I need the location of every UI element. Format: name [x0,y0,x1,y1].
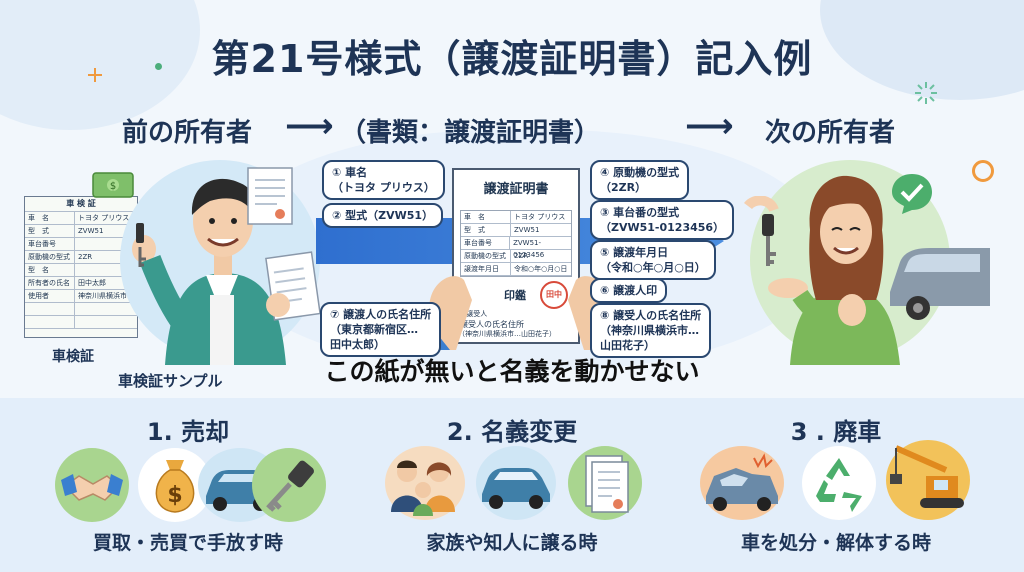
warning-message: この紙が無いと名義を動かせない [324,357,700,386]
cert-row-key: 譲渡年月日 [461,263,511,275]
callout-7-transferor: ⑦ 譲渡人の氏名住所（東京都新宿区…田中太郎） [320,302,442,357]
shaken-row-value [75,303,78,315]
decorative-ring [972,160,994,182]
section-title-sale: 1. 売却 [146,418,230,446]
shaken-sample-label: 車検証サンプル [118,372,223,390]
recycle-icon [802,446,876,520]
cert-row-value: トヨタ プリウス [514,213,566,221]
car-icon [890,248,990,320]
sparkle-icon [88,68,102,82]
shaken-row-value: ZVW51 [78,227,104,235]
shaken-row-value: 田中太郎 [78,279,106,287]
shaken-row-key: 車 名 [25,212,75,224]
section-caption-name-change: 家族や知人に譲る時 [426,532,598,554]
crane-icon [886,440,970,520]
cert-row: 車 名トヨタ プリウス [461,211,571,224]
shaken-row-key [25,303,75,315]
svg-text:$: $ [110,181,116,192]
shaken-row-key [25,316,75,328]
callout-6-transferor-seal: ⑥ 譲渡人印 [590,278,668,303]
shaken-label: 車検証 [52,349,94,365]
cert-row-value: ZVW51 [514,226,540,234]
section-title-scrap: 3 . 廃車 [790,418,882,446]
shaken-row-key: 使用者 [25,290,75,302]
handshake-icon [55,448,129,522]
money-bill-icon: $ [92,172,134,198]
previous-owner-label: 前の所有者 [122,118,253,148]
transferee-line2: （神奈川県横浜市…山田花子） [458,330,556,338]
shaken-row: 車台番号 [25,238,137,251]
seal-label: 印鑑 [504,289,526,302]
seal-stamp: 田中 [540,281,568,309]
key-icon [252,448,326,522]
shaken-row-key: 所有者の氏名 [25,277,75,289]
shaken-row-key: 原動機の型式 [25,251,75,263]
shaken-row [25,303,137,316]
shaken-row-key: 型 式 [25,225,75,237]
section-title-name-change: 2. 名義変更 [446,418,578,446]
document-type-label: （書類：譲渡証明書） [340,118,601,148]
cert-row-value: ZVW51-0123456 [513,239,545,259]
shaken-row: 型 名 [25,264,137,277]
shaken-row-value: トヨタ プリウス [78,214,130,222]
shaken-row-value: 神奈川県横浜市 [78,292,127,300]
callout-2-model: ② 型式（ZVW51） [322,203,444,228]
cert-row-value: 2ZR [514,252,529,260]
shaken-row-key: 型 名 [25,264,75,276]
cert-row-key: 原動機の型式 [461,250,511,262]
callout-8-transferee: ⑧ 譲受人の氏名住所（神奈川県横浜市…山田花子） [590,303,712,358]
shaken-row: 車 名トヨタ プリウス [25,212,137,225]
buyer-person-illustration [768,175,900,365]
cert-row-value: 令和○年○月○日 [514,265,568,273]
shaken-row: 使用者神奈川県横浜市 [25,290,137,303]
section-caption-scrap: 車を処分・解体する時 [740,532,931,554]
decorative-dot [155,63,162,70]
document-icon [568,446,642,520]
family-icon [385,446,465,520]
car-icon [476,446,556,520]
cert-row: 譲渡年月日令和○年○月○日 [461,263,571,276]
svg-text:$: $ [167,483,182,508]
next-owner-label: 次の所有者 [765,118,896,148]
callout-5-transfer-date: ⑤ 譲渡年月日（令和○年○月○日） [590,240,716,280]
seller-person-illustration [132,178,321,365]
shaken-row-value [75,238,78,250]
shaken-row: 所有者の氏名田中太郎 [25,277,137,290]
shaken-row [25,316,137,329]
page-title: 第21号様式（譲渡証明書）記入例 [211,37,813,81]
shaken-row-key: 車台番号 [25,238,75,250]
cert-row-key: 型 式 [461,224,511,236]
key-icon [744,196,779,266]
callout-1-car-name: ① 車名（トヨタ プリウス） [322,160,445,200]
transferee-tag: ⑧譲受人 [460,310,488,318]
cert-row-key: 車 名 [461,211,511,223]
transferee-line1: 譲受人の氏名住所 [460,320,524,329]
certificate-title: 譲渡証明書 [483,182,549,197]
arrow-right-icon: ⟶ [685,106,734,146]
document-icon [247,167,293,225]
callout-4-engine-model: ④ 原動機の型式（2ZR） [590,160,690,200]
cert-row-key: 車台番号 [461,237,511,249]
checkmark-badge-icon [892,174,932,214]
callout-3-chassis-number: ③ 車台番の型式（ZVW51-0123456） [590,200,735,240]
shaken-row-value [75,264,78,276]
shaken-row-value: 2ZR [78,253,93,261]
shaken-row-value [75,316,78,328]
sparkle-icon [915,82,937,104]
section-caption-sale: 買取・売買で手放す時 [92,532,283,554]
shaken-doc-title: 車 検 証 [25,197,137,212]
crashed-car-icon [700,446,784,520]
arrow-right-icon: ⟶ [285,106,334,146]
